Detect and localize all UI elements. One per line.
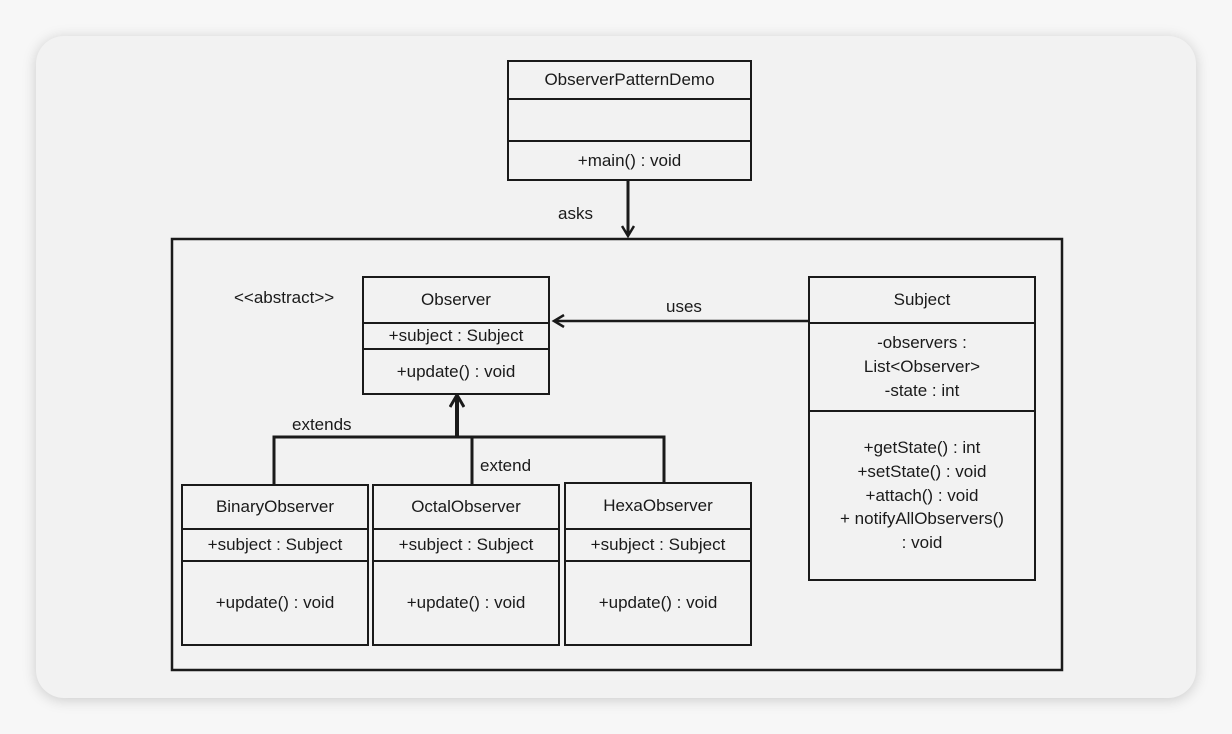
binary-observer-class: BinaryObserver +subject : Subject +updat…: [181, 484, 369, 646]
package-frame: [170, 237, 1064, 672]
observer-pattern-demo-class: ObserverPatternDemo +main() : void: [507, 60, 752, 181]
class-attributes: -observers : List<Observer> -state : int: [810, 322, 1034, 410]
class-name: Subject: [893, 290, 951, 310]
observer-class: Observer +subject : Subject +update() : …: [362, 276, 550, 395]
method-line: + notifyAllObservers(): [840, 509, 1004, 529]
method-line: +attach() : void: [865, 485, 979, 505]
uses-label: uses: [666, 297, 702, 316]
hexa-observer-class: HexaObserver +subject : Subject +update(…: [564, 482, 752, 646]
class-attribute: +subject : Subject: [566, 528, 750, 560]
class-method: +update() : void: [183, 560, 367, 644]
attribute-line: -observers :: [877, 333, 967, 353]
class-name: BinaryObserver: [215, 497, 335, 517]
subject-class: Subject -observers : List<Observer> -sta…: [808, 276, 1036, 581]
method-line: : void: [901, 533, 943, 553]
method-line: +getState() : int: [863, 438, 981, 457]
abstract-stereotype: <<abstract>>: [234, 288, 335, 307]
class-methods: +getState() : int +setState() : void +at…: [810, 410, 1034, 579]
extends-label: extends: [292, 415, 352, 434]
class-method: +update() : void: [364, 348, 548, 393]
class-attribute: +subject : Subject: [374, 528, 558, 560]
class-method: +main() : void: [509, 140, 750, 179]
attribute-line: List<Observer>: [863, 357, 981, 377]
attribute-line: -state : int: [884, 380, 960, 400]
class-method: +update() : void: [566, 560, 750, 644]
class-attributes: [509, 98, 750, 140]
class-name: Observer: [421, 290, 491, 310]
method-line: +setState() : void: [857, 461, 987, 481]
class-attribute: +subject : Subject: [183, 528, 367, 560]
class-method: +update() : void: [374, 560, 558, 644]
extends-connector: [272, 435, 666, 484]
class-name: OctalObserver: [411, 497, 521, 517]
class-name: HexaObserver: [603, 496, 713, 516]
asks-label: asks: [558, 204, 593, 223]
class-name: ObserverPatternDemo: [544, 70, 715, 90]
octal-observer-class: OctalObserver +subject : Subject +update…: [372, 484, 560, 646]
extend-label: extend: [480, 456, 532, 475]
class-attribute: +subject : Subject: [364, 322, 548, 348]
